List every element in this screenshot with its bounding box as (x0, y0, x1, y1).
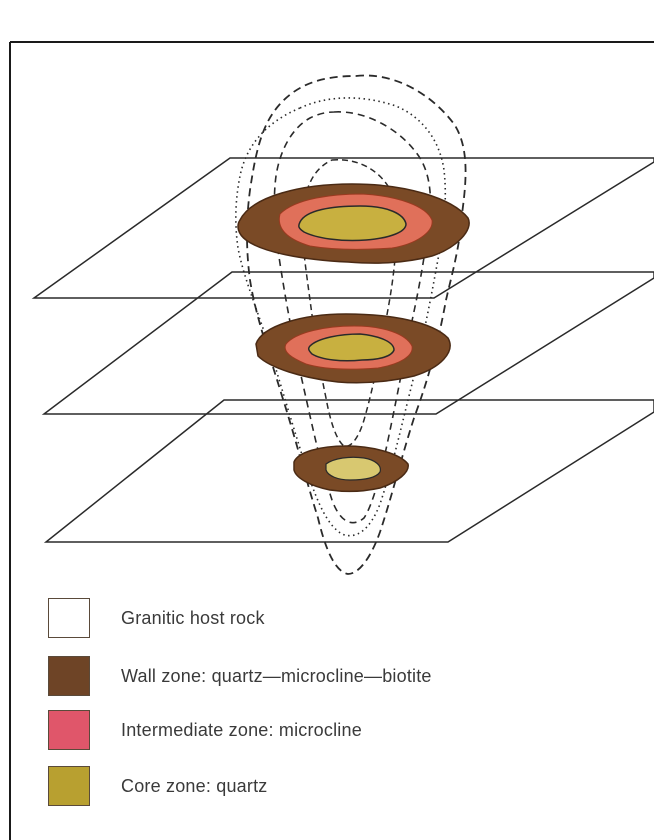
legend-item-granitic-host-rock: Granitic host rock (48, 596, 265, 640)
wall-zone-outline (246, 74, 467, 575)
figure-frame (9, 41, 654, 840)
legend-swatch-core-zone (48, 766, 90, 806)
intermediate-zone-outline (273, 111, 432, 524)
upper-section (237, 183, 470, 264)
host-contact-dotted-outline (235, 97, 447, 537)
legend-item-intermediate-zone: Intermediate zone: microcline (48, 708, 362, 752)
legend-swatch-host-rock (48, 598, 90, 638)
middle-section (255, 313, 451, 384)
section-plane-middle (41, 271, 654, 415)
section-plane-lower (43, 399, 654, 543)
lower-core-zone (325, 456, 381, 481)
legend-swatch-intermediate-zone (48, 710, 90, 750)
legend-label-core-zone: Core zone: quartz (121, 775, 268, 796)
legend-label-intermediate-zone: Intermediate zone: microcline (121, 719, 362, 740)
legend-label-host-rock: Granitic host rock (121, 607, 265, 628)
legend-label-wall-zone: Wall zone: quartz—microcline—biotite (121, 665, 432, 686)
upper-core-zone (298, 205, 407, 242)
legend-item-wall-zone: Wall zone: quartz—microcline—biotite (48, 654, 432, 698)
legend-swatch-wall-zone (48, 656, 90, 696)
middle-core-zone (307, 333, 395, 362)
legend-item-core-zone: Core zone: quartz (48, 764, 267, 808)
lower-section (293, 445, 409, 493)
